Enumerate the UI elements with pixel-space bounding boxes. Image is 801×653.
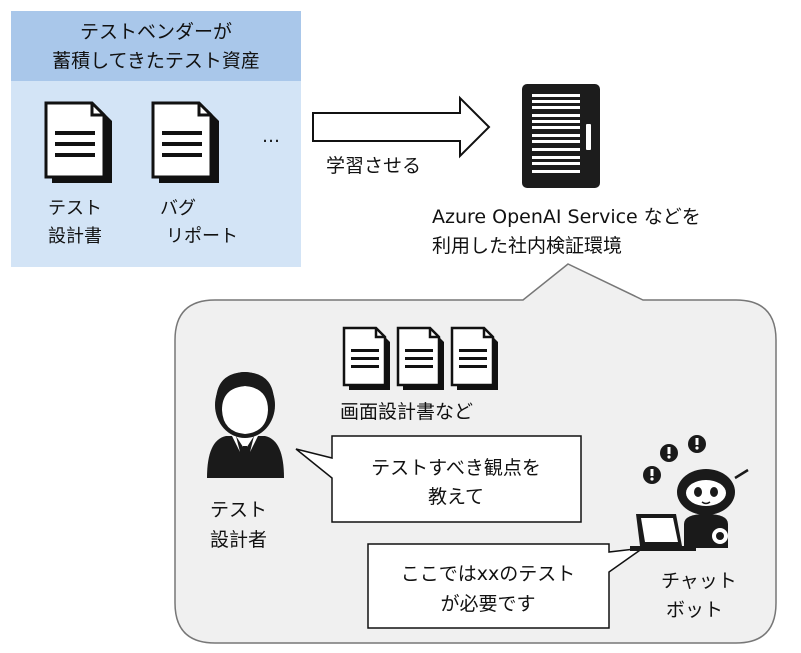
bot-label-line1: チャット xyxy=(661,570,737,592)
designer-label-line2: 設計者 xyxy=(210,529,267,551)
bot-bubble-line2: が必要です xyxy=(440,593,535,615)
designer-label-line1: テスト xyxy=(210,499,267,521)
assets-box-header xyxy=(11,11,301,81)
server-icon xyxy=(522,84,600,188)
assets-title-line1: テストベンダーが xyxy=(80,21,232,43)
server-caption-line2: 利用した社内検証環境 xyxy=(432,235,622,257)
arrow-label: 学習させる xyxy=(326,155,421,177)
designer-speech-bubble xyxy=(295,435,582,523)
chatbot-robot-icon xyxy=(630,435,749,551)
document-icon xyxy=(151,101,219,183)
person-icon xyxy=(207,372,284,478)
bot-label-line2: ボット xyxy=(666,599,723,621)
bot-speech-bubble xyxy=(367,543,644,629)
doc1-label-line1: テスト xyxy=(48,198,102,219)
bot-bubble-line1: ここではxxのテスト xyxy=(401,563,576,585)
assets-box: テストベンダーが 蓄積してきたテスト資産 テスト 設計書 … バグ リポート xyxy=(11,11,301,267)
designer-bubble-line1: テストすべき観点を xyxy=(371,457,541,479)
document-icon xyxy=(44,101,112,183)
doc1-label-line2: 設計書 xyxy=(48,226,102,247)
assets-title-line2: 蓄積してきたテスト資産 xyxy=(52,50,260,72)
designer-bubble-line2: 教えて xyxy=(428,486,484,508)
screen-docs-icon xyxy=(342,326,498,390)
doc2-label-line1: バグ xyxy=(160,198,196,219)
docs-caption: 画面設計書など xyxy=(340,401,473,423)
server-caption-line1: Azure OpenAI Service などを xyxy=(432,206,701,228)
doc2-label-line2: リポート xyxy=(166,226,238,247)
learning-arrow xyxy=(312,95,491,159)
more-ellipsis: … xyxy=(262,126,280,147)
